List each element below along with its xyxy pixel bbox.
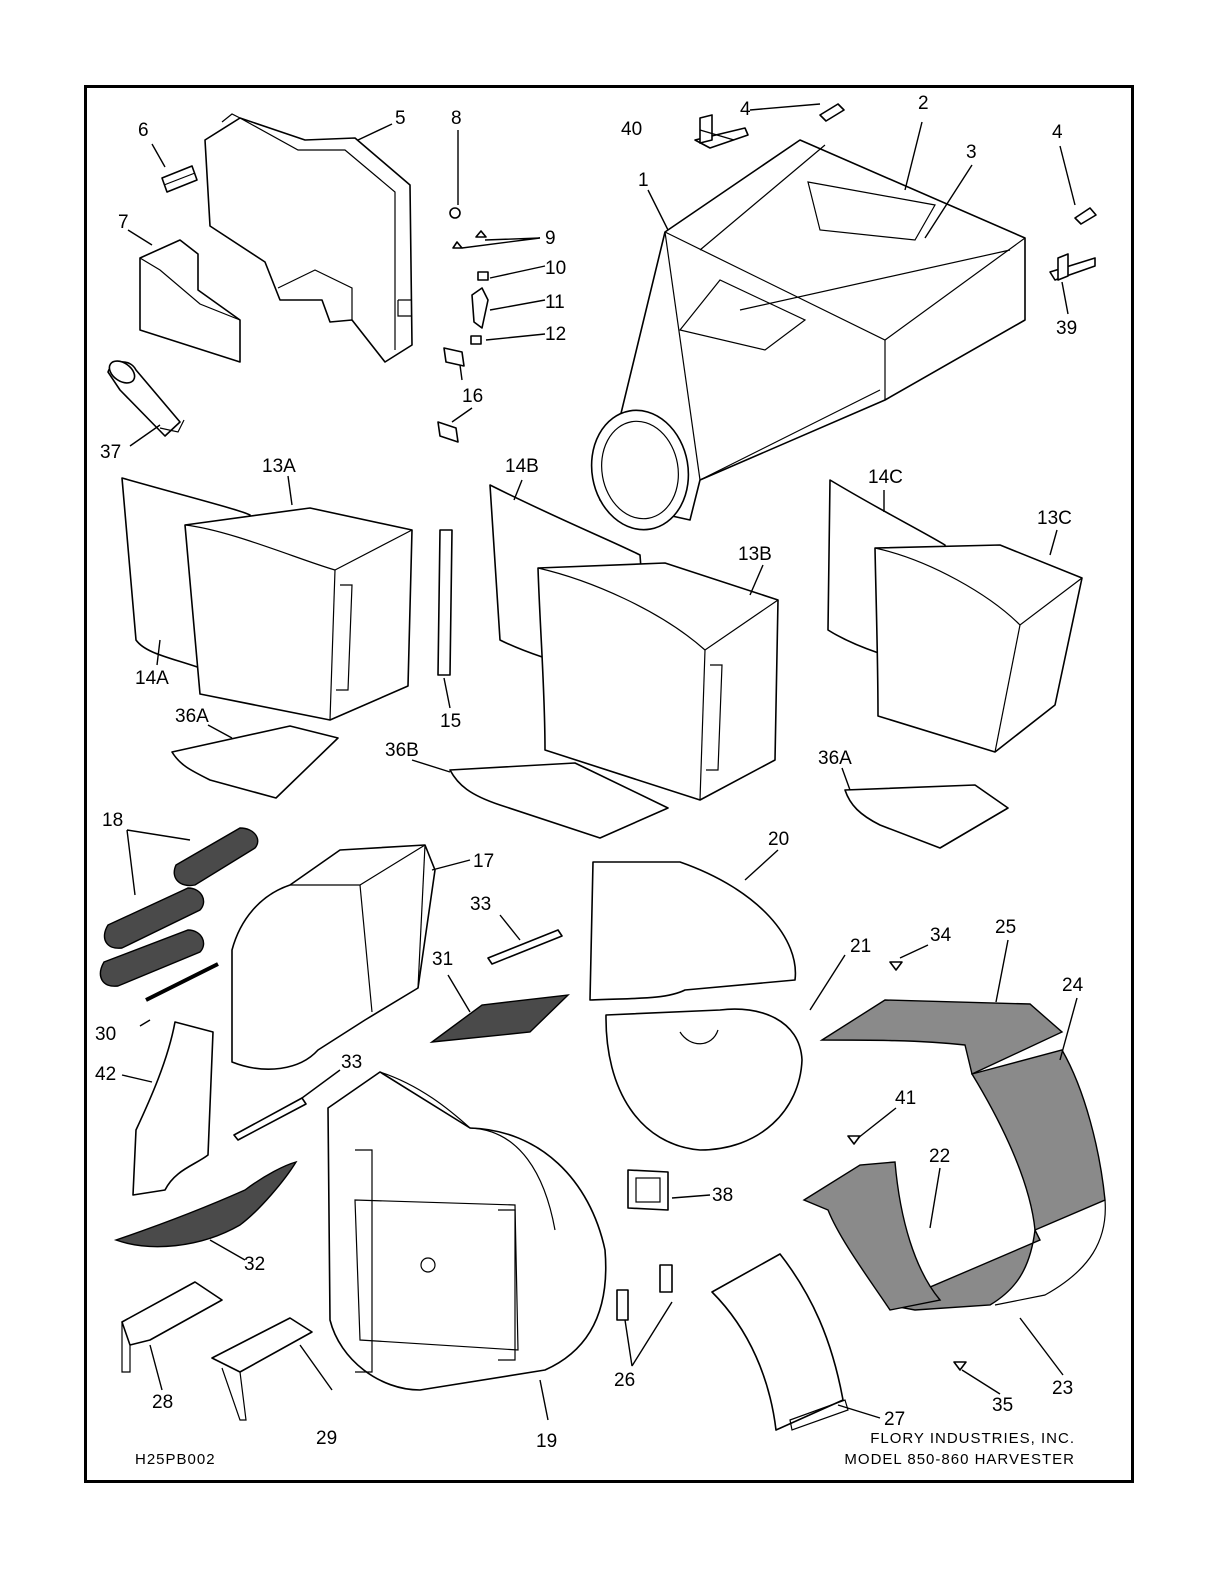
- callout-36a-left: 36A: [175, 706, 209, 727]
- callout-37: 37: [100, 442, 121, 463]
- callout-32: 32: [244, 1254, 265, 1275]
- callout-28: 28: [152, 1392, 173, 1413]
- callout-22: 22: [929, 1146, 950, 1167]
- part-15-strip: [438, 530, 452, 675]
- callout-3: 3: [966, 142, 977, 163]
- part-7-bracket: [140, 240, 240, 362]
- callout-16: 16: [462, 386, 483, 407]
- callout-11: 11: [545, 292, 565, 313]
- callout-17: 17: [473, 851, 494, 872]
- callout-24: 24: [1062, 975, 1084, 996]
- part-17-shroud: [232, 845, 435, 1069]
- callout-40: 40: [621, 119, 642, 140]
- callout-26: 26: [614, 1370, 635, 1391]
- company-name: FLORY INDUSTRIES, INC.: [870, 1430, 1075, 1447]
- callout-14a: 14A: [135, 668, 169, 689]
- callout-21: 21: [850, 936, 871, 957]
- callout-36a-right: 36A: [818, 748, 852, 769]
- callout-13c: 13C: [1037, 508, 1072, 529]
- callout-31: 31: [432, 949, 453, 970]
- callout-29: 29: [316, 1428, 337, 1449]
- part-1-hopper-chute: [582, 140, 1025, 537]
- callout-33-top: 33: [470, 894, 491, 915]
- callout-39: 39: [1056, 318, 1077, 339]
- callout-25: 25: [995, 917, 1016, 938]
- callout-10: 10: [545, 258, 566, 279]
- callout-2: 2: [918, 93, 929, 114]
- callout-14b: 14B: [505, 456, 539, 477]
- callout-19: 19: [536, 1431, 557, 1452]
- callout-12: 12: [545, 324, 566, 345]
- callout-38: 38: [712, 1185, 733, 1206]
- callout-42: 42: [95, 1064, 116, 1085]
- callout-27: 27: [884, 1409, 905, 1430]
- callout-33-bottom: 33: [341, 1052, 362, 1073]
- part-19-fan-housing: [328, 1072, 606, 1390]
- part-37-cylinder: [105, 357, 184, 436]
- parts-22-25-ring-segments: [804, 1000, 1105, 1310]
- parts-26-38: [617, 1170, 672, 1320]
- callout-8: 8: [451, 108, 462, 129]
- callout-35: 35: [992, 1395, 1013, 1416]
- callout-23: 23: [1052, 1378, 1073, 1399]
- callout-13a: 13A: [262, 456, 296, 477]
- callout-34: 34: [930, 925, 952, 946]
- callout-14c: 14C: [868, 467, 903, 488]
- title-block: H25PB002 FLORY INDUSTRIES, INC. MODEL 85…: [135, 1430, 1075, 1468]
- part-6-hinge: [162, 166, 197, 192]
- callout-4-right: 4: [1052, 122, 1063, 143]
- callout-1: 1: [638, 170, 649, 191]
- part-27-curved-panel: [712, 1254, 848, 1430]
- callout-36b: 36B: [385, 740, 419, 761]
- callout-4-top: 4: [740, 99, 751, 120]
- callout-5: 5: [395, 108, 406, 129]
- callout-13b: 13B: [738, 544, 772, 565]
- callout-6: 6: [138, 120, 149, 141]
- part-13b-14b-housing: [490, 485, 778, 800]
- parts-20-21-discs: [590, 862, 802, 1150]
- callout-9: 9: [545, 228, 556, 249]
- callout-15: 15: [440, 711, 461, 732]
- callout-20: 20: [768, 829, 789, 850]
- model-name: MODEL 850-860 HARVESTER: [844, 1451, 1075, 1468]
- callout-7: 7: [118, 212, 129, 233]
- callout-18: 18: [102, 810, 123, 831]
- drawing-code: H25PB002: [135, 1451, 216, 1468]
- callout-30: 30: [95, 1024, 116, 1045]
- callout-41: 41: [895, 1088, 916, 1109]
